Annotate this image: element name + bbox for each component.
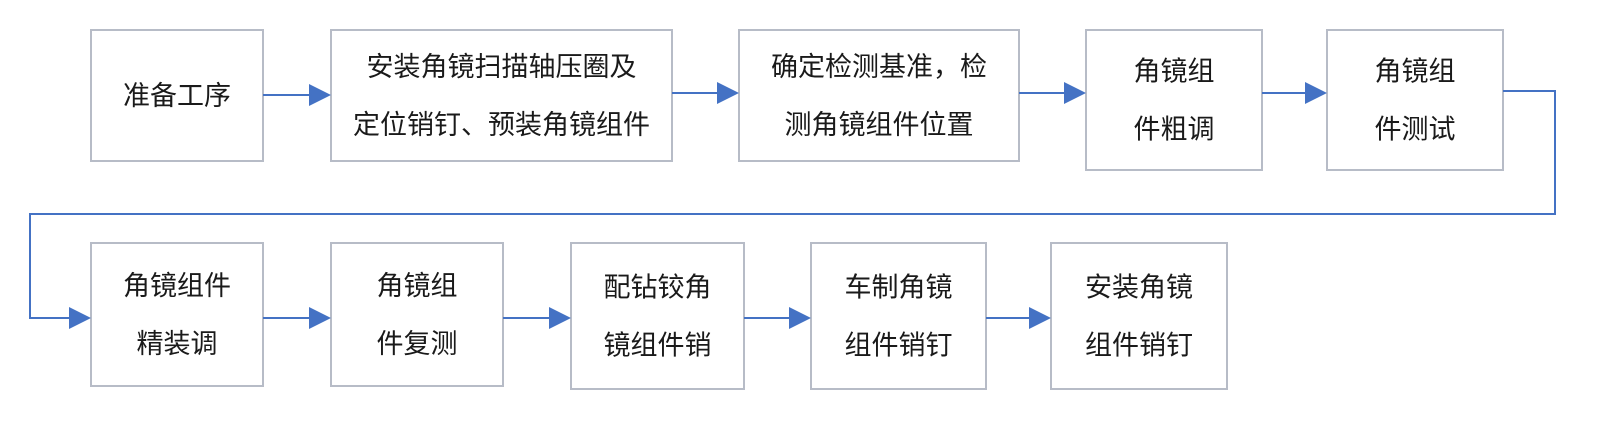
step-label-s7-line-1: 角镜组 — [377, 271, 458, 302]
arrow-s5-s6 — [29, 90, 1556, 329]
step-box-s6 — [90, 242, 264, 387]
arrow-s1-s2-head — [309, 84, 331, 106]
arrow-s5-s6-line — [29, 90, 1556, 319]
arrow-s7-s8-head — [549, 307, 571, 329]
step-label-s4-line-1: 角镜组 — [1134, 57, 1215, 88]
step-label-s8-line-2: 镜组件销 — [604, 331, 712, 362]
arrow-s4-s5 — [1262, 82, 1327, 104]
step-label-s9-line-2: 组件销钉 — [845, 331, 953, 362]
arrow-s2-s3 — [672, 82, 739, 104]
step-label-s7-line-2: 件复测 — [377, 329, 458, 360]
step-label-s3-line-2: 测角镜组件位置 — [785, 110, 974, 141]
arrow-s2-s3-head — [717, 82, 739, 104]
step-label-s1-line-1: 准备工序 — [123, 81, 231, 112]
arrow-s8-s9 — [744, 307, 811, 329]
step-label-s2-line-2: 定位销钉、预装角镜组件 — [353, 110, 650, 141]
arrow-s3-s4-head — [1064, 82, 1086, 104]
step-label-s10-line-1: 安装角镜 — [1085, 273, 1193, 304]
step-box-s5 — [1326, 29, 1504, 171]
step-label-s10-line-2: 组件销钉 — [1085, 331, 1193, 362]
step-label-s3-line-1: 确定检测基准，检 — [771, 52, 987, 83]
step-box-s4 — [1085, 29, 1263, 171]
step-box-s7 — [330, 242, 504, 387]
arrow-s8-s9-head — [789, 307, 811, 329]
step-label-s4-line-2: 件粗调 — [1134, 115, 1215, 146]
step-label-s9-line-1: 车制角镜 — [845, 273, 953, 304]
step-label-s5-line-2: 件测试 — [1375, 115, 1456, 146]
step-box-s9 — [810, 242, 987, 390]
step-label-s6-line-1: 角镜组件 — [123, 271, 231, 302]
step-label-s6-line-2: 精装调 — [137, 329, 218, 360]
arrow-s6-s7-head — [309, 307, 331, 329]
arrow-s1-s2 — [263, 84, 331, 106]
step-box-s3 — [738, 29, 1020, 162]
step-label-s5-line-1: 角镜组 — [1375, 57, 1456, 88]
step-box-s10 — [1050, 242, 1228, 390]
arrow-s7-s8 — [503, 307, 571, 329]
arrow-s9-s10 — [986, 307, 1051, 329]
arrow-s6-s7 — [263, 307, 331, 329]
step-box-s1 — [90, 29, 264, 162]
step-box-s8 — [570, 242, 745, 390]
step-label-s2-line-1: 安装角镜扫描轴压圈及 — [367, 52, 637, 83]
step-label-s8-line-1: 配钻铰角 — [604, 273, 712, 304]
arrow-s3-s4 — [1019, 82, 1086, 104]
flow-arrows — [29, 82, 1556, 329]
arrow-s5-s6-head — [69, 307, 91, 329]
arrow-s4-s5-head — [1305, 82, 1327, 104]
step-s1: 准备工序 — [90, 29, 264, 162]
step-box-s2 — [330, 29, 673, 162]
step-boxes: 准备工序安装角镜扫描轴压圈及定位销钉、预装角镜组件确定检测基准，检测角镜组件位置… — [90, 29, 1504, 390]
arrow-s9-s10-head — [1029, 307, 1051, 329]
